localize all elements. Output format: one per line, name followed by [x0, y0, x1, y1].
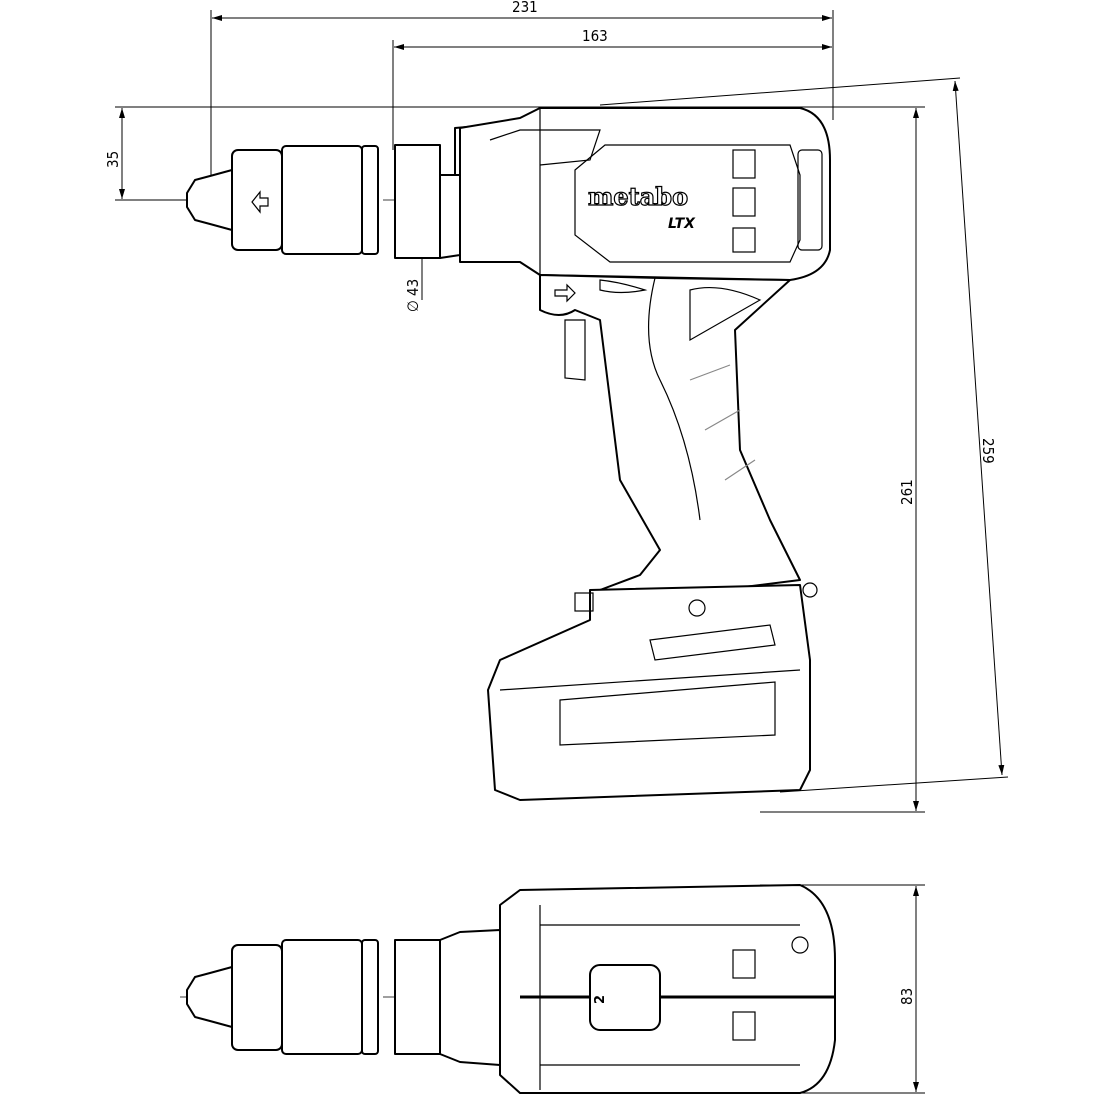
gear-selector-label: 2: [593, 995, 608, 1004]
top-housing: [499, 884, 836, 1094]
dimension-label-231: 231: [512, 0, 538, 16]
chuck-sleeve: [231, 149, 283, 251]
dimension-231: 231: [210, 0, 834, 190]
dimension-259: 259: [599, 77, 1009, 793]
dimension-261: 261: [760, 108, 925, 813]
dimension-163: 163: [392, 27, 832, 150]
collar: [394, 144, 441, 259]
metabo-logo: metabo: [588, 182, 688, 211]
handle: [539, 274, 801, 591]
dimension-label-43: ∅ 43: [404, 279, 422, 312]
chuck-tip: [186, 169, 233, 231]
drill-top-view: 2: [180, 884, 840, 1094]
dimension-label-261: 261: [898, 479, 916, 505]
dimension-label-83: 83: [898, 988, 916, 1005]
dimension-label-35: 35: [104, 151, 122, 168]
dimension-label-163: 163: [582, 27, 608, 45]
dimension-label-259: 259: [979, 438, 997, 464]
trigger: [564, 319, 586, 381]
direction-arrow-icon: [554, 283, 576, 303]
ltx-model-label: LTX: [668, 216, 696, 232]
drill-side-view: metabo LTX: [180, 107, 831, 801]
gear-selector: [589, 964, 661, 1031]
